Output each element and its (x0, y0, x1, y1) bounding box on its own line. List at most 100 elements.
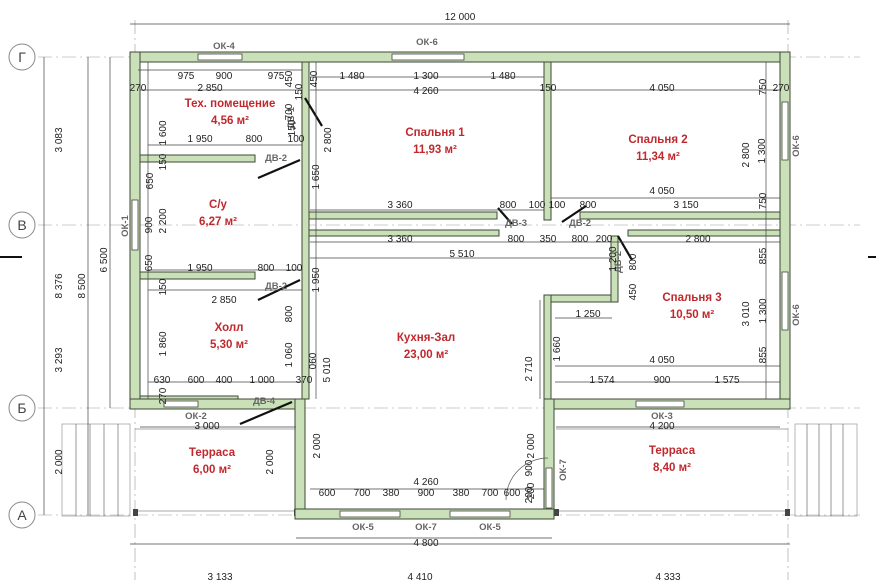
dim-interior: 800 (246, 134, 263, 145)
dim-interior: 150 (540, 83, 557, 94)
dim-interior: 1 300 (757, 138, 768, 163)
dim-interior: 975 (268, 71, 285, 82)
dim-interior: 800 (258, 263, 275, 274)
axis-label-v: В (17, 217, 26, 233)
dim-interior: 750 (758, 78, 769, 95)
dim-bottom-overall: 4 800 (413, 538, 438, 549)
window-tag: ОК-7 (415, 522, 437, 533)
dim-interior: 1 860 (158, 331, 169, 356)
axis-bubble-b: Б (8, 394, 36, 422)
dim-left-outer: 3 293 (54, 347, 65, 372)
dim-interior: 270 (773, 83, 790, 94)
axis-label-g: Г (18, 49, 26, 65)
dim-interior: 1 950 (311, 267, 322, 292)
dim-interior: 600 (188, 375, 205, 386)
room-name: Тех. помещение (185, 98, 276, 110)
dim-interior: 900 (418, 488, 435, 499)
dim-interior: 4 260 (413, 86, 438, 97)
dimension-lines (43, 23, 790, 545)
dim-interior: 750 (758, 192, 769, 209)
window-tag: ОК-2 (185, 411, 207, 422)
main-dimensions: 12 000 4 800 3 133 4 410 4 333 3 083 8 3… (54, 12, 681, 583)
room-name: Кухня-Зал (397, 332, 455, 344)
dim-interior: 350 (540, 234, 557, 245)
dim-interior: 2 000 (265, 449, 276, 474)
dim-left-inner: 8 500 (77, 273, 88, 298)
dim-interior: 600 (504, 488, 521, 499)
room-area: 6,27 м² (199, 216, 237, 228)
dim-interior: 800 (284, 305, 295, 322)
terrace-outline (133, 428, 790, 516)
dim-interior: 3 360 (387, 200, 412, 211)
window-tag: ОК-3 (651, 411, 673, 422)
dim-bottom-segment: 3 133 (207, 572, 232, 583)
window-tag: ОК-6 (416, 37, 438, 48)
axis-bubble-g: Г (8, 43, 36, 71)
dim-interior: 900 (216, 71, 233, 82)
dim-interior: 3 010 (741, 301, 752, 326)
dim-interior: 1 650 (311, 164, 322, 189)
room-area: 11,34 м² (636, 151, 680, 163)
room-name: Спальня 2 (628, 134, 687, 146)
dim-interior: 855 (758, 346, 769, 363)
dim-interior: 060 (308, 352, 319, 369)
axis-bubble-v: В (8, 211, 36, 239)
dim-interior: 1 574 (589, 375, 614, 386)
door-tag: ДВ-2 (265, 153, 287, 164)
room-area: 10,50 м² (670, 309, 714, 321)
room-area: 11,93 м² (413, 144, 457, 156)
dim-interior: 2 800 (685, 234, 710, 245)
terrace-deck-right (794, 423, 858, 517)
dim-interior: 700 (482, 488, 499, 499)
dim-interior: 1 250 (575, 309, 600, 320)
dim-interior: 4 050 (649, 186, 674, 197)
dim-interior: 1 950 (187, 134, 212, 145)
dim-interior: 2 800 (741, 142, 752, 167)
dim-interior: 2 000 (312, 433, 323, 458)
dim-interior: 3 150 (673, 200, 698, 211)
dim-interior: 1 575 (714, 375, 739, 386)
dim-interior: 4 050 (649, 355, 674, 366)
dim-interior: 2 850 (211, 295, 236, 306)
dim-overall-top: 12 000 (445, 12, 476, 23)
dim-interior: 1 060 (284, 342, 295, 367)
dim-interior: 150 (294, 83, 305, 100)
dim-interior: 1 480 (490, 71, 515, 82)
dim-interior: 855 (758, 247, 769, 264)
dim-interior: 650 (145, 172, 156, 189)
window-tag: ОК-5 (479, 522, 501, 533)
window-tag: ОК-6 (791, 304, 802, 326)
dim-interior: 5 510 (449, 249, 474, 260)
dim-interior: 450 (628, 283, 639, 300)
dim-interior: 2 710 (524, 356, 535, 381)
room-name: С/у (209, 199, 228, 211)
room-labels: Тех. помещение 4,56 м² Спальня 1 11,93 м… (185, 98, 722, 476)
room-name: Терраса (649, 445, 696, 457)
dim-interior: 3 000 (194, 421, 219, 432)
axis-bubble-a: А (8, 501, 36, 529)
room-area: 8,40 м² (653, 462, 691, 474)
axis-label-a: А (17, 507, 27, 523)
dim-interior: 800 (580, 200, 597, 211)
room-area: 5,30 м² (210, 339, 248, 351)
window-tag: ОК-5 (352, 522, 374, 533)
room-area: 4,56 м² (211, 115, 249, 127)
dim-interior: 2 800 (323, 127, 334, 152)
dim-interior: 100 (286, 263, 303, 274)
room-area: 6,00 м² (193, 464, 231, 476)
dim-interior: 450 (309, 70, 320, 87)
dim-interior: 1 950 (187, 263, 212, 274)
door-tag: ДВ-2 (613, 251, 624, 273)
dim-interior: 800 (628, 253, 639, 270)
dim-interior: 4 260 (413, 477, 438, 488)
window-tag: ОК-7 (558, 459, 569, 481)
dim-interior: 700 (354, 488, 371, 499)
dim-interior: 4 050 (649, 83, 674, 94)
window-tag: ОК-6 (791, 135, 802, 157)
dim-interior: 630 (154, 375, 171, 386)
dim-interior: 800 (500, 200, 517, 211)
dim-interior: 1 660 (552, 336, 563, 361)
door-tag: ДВ-3 (505, 218, 527, 229)
dim-interior: 150 (287, 119, 298, 136)
